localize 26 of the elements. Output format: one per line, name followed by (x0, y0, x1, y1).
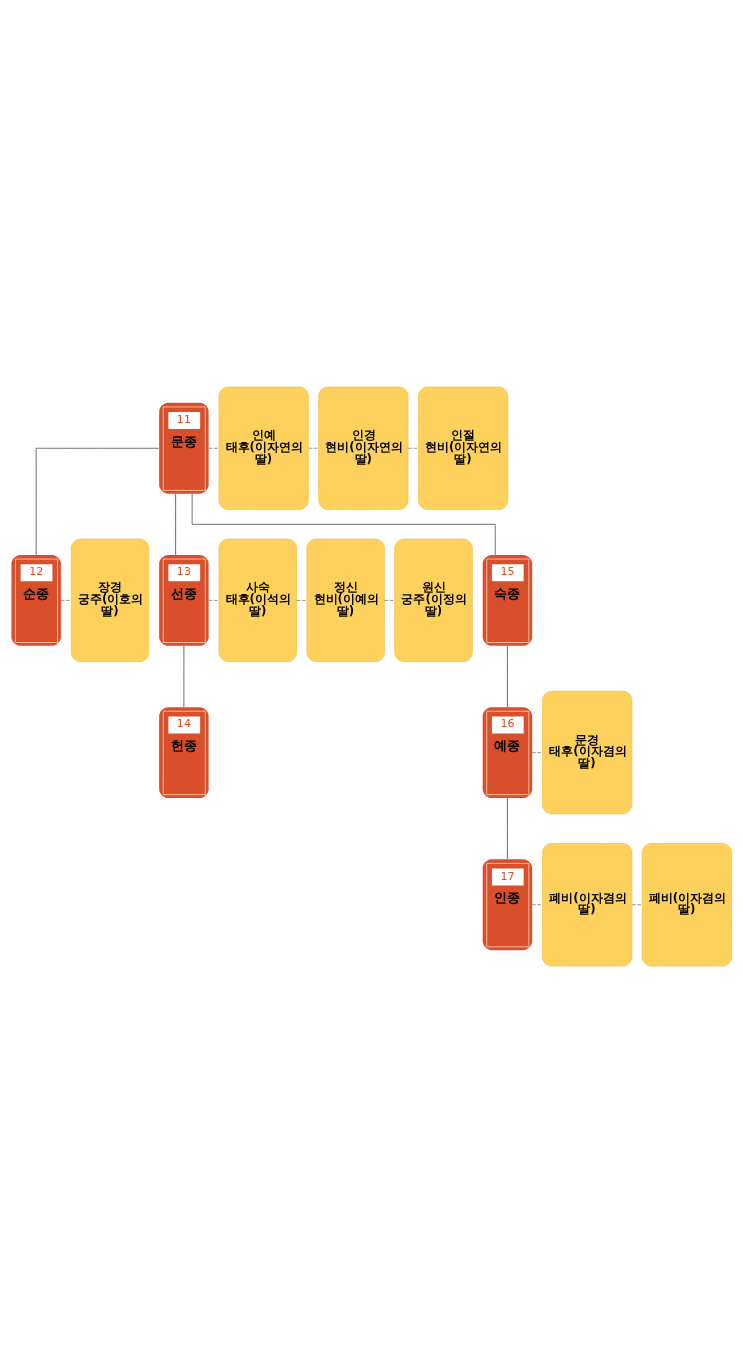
connector (407, 447, 419, 449)
connector (296, 599, 308, 601)
connector (531, 752, 543, 754)
node-box: 사숙 태후(이석의 딸) (218, 538, 297, 663)
node-box: 장경 궁주(이호의 딸) (70, 538, 150, 663)
node-box: 인절 현비(이자연의 딸) (418, 386, 509, 510)
connector (308, 447, 319, 449)
node-box: 인예 태후(이자연의 딸) (218, 386, 309, 510)
connector (208, 447, 220, 449)
node-box: 정신 현비(이예의 딸) (306, 538, 385, 663)
node-box: 원신 궁주(이정의 딸) (394, 538, 473, 663)
connector (35, 447, 160, 556)
node-box: 폐비(이자겸의 딸) (542, 843, 633, 967)
connector (183, 645, 185, 708)
connector (384, 599, 396, 601)
connector (506, 645, 508, 708)
connector (506, 797, 508, 860)
connector (531, 904, 543, 906)
node-box: 폐비(이자겸의 딸) (641, 843, 732, 967)
connector (60, 599, 72, 601)
connector (631, 904, 643, 906)
node-box: 문경 태후(이자겸의 딸) (542, 690, 633, 815)
node-box: 인경 현비(이자연의 딸) (318, 386, 409, 510)
connector (191, 493, 496, 556)
connector (175, 493, 177, 556)
connector (208, 599, 220, 601)
